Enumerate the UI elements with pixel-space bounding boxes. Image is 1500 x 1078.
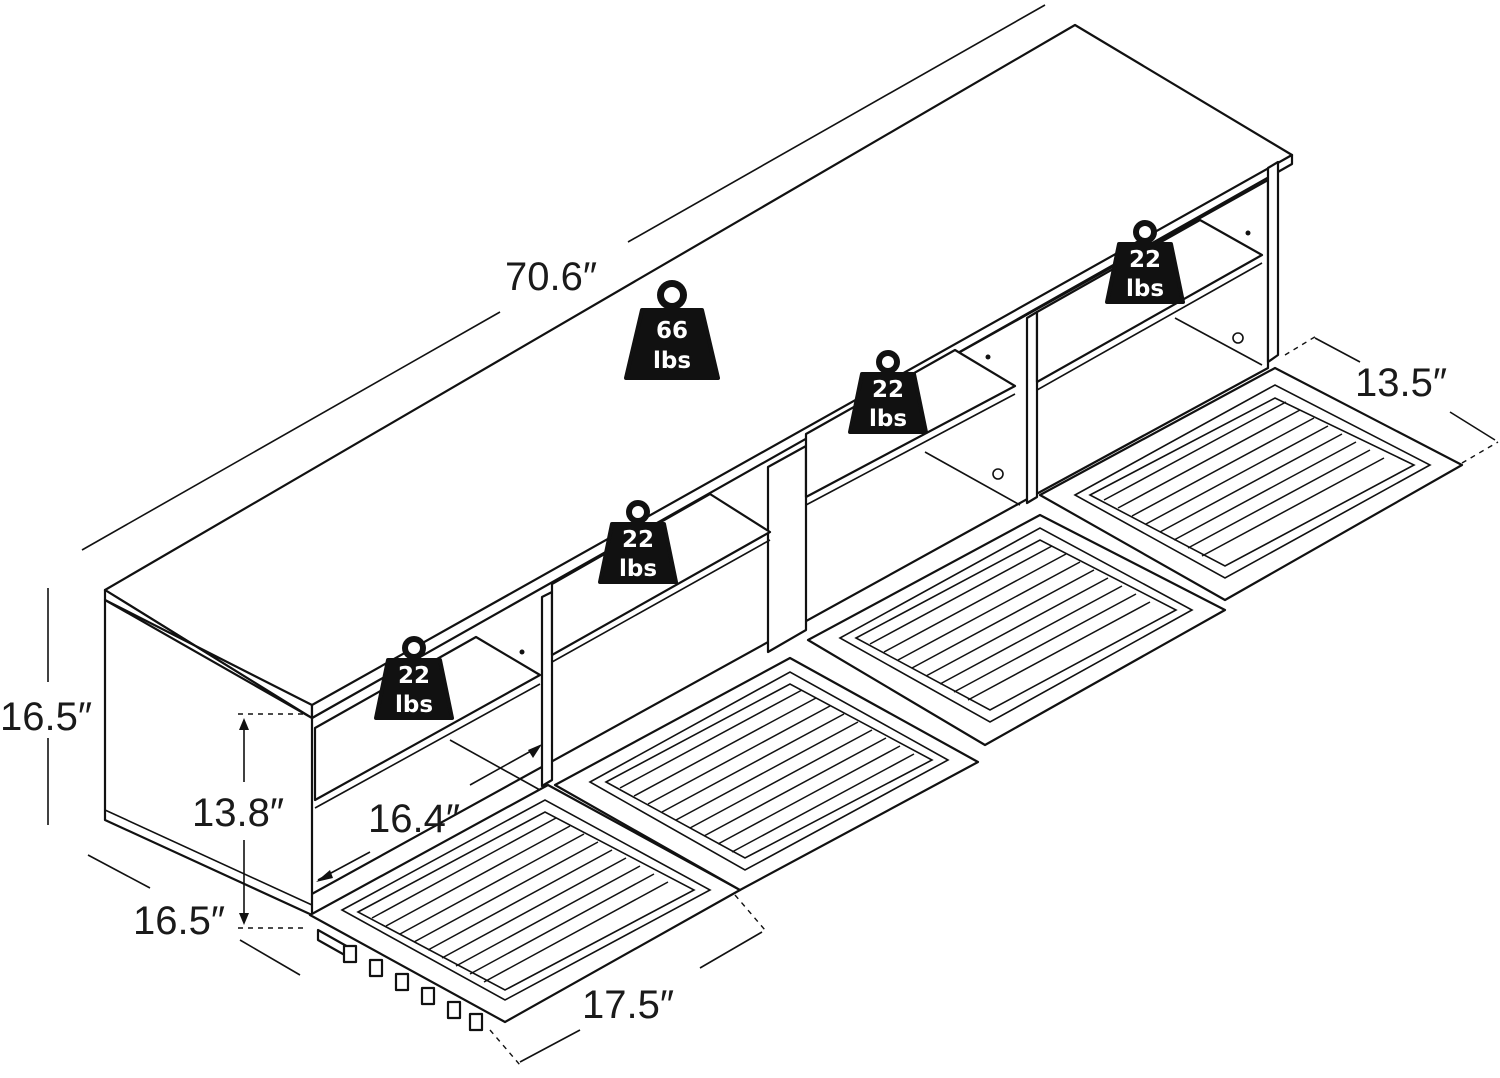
weight-shelf-4-unit: lbs <box>1126 276 1164 302</box>
dimension-inner-height-label: 13.8″ <box>192 791 284 835</box>
weight-shelf-2-value: 22 <box>622 527 654 553</box>
dimension-side-depth-label: 13.5″ <box>1355 361 1447 405</box>
weight-icon-shelf-3: 22 lbs <box>848 350 928 434</box>
dimension-length-label: 70.6″ <box>505 255 597 299</box>
weight-top-value: 66 <box>656 318 688 344</box>
weight-icon-top: 66 lbs <box>624 280 720 380</box>
dimension-depth-label: 16.5″ <box>133 899 225 943</box>
dimension-door-width-label: 17.5″ <box>582 983 674 1027</box>
door-1 <box>308 783 742 1032</box>
weight-top-unit: lbs <box>653 348 691 374</box>
divider-3 <box>1025 310 1039 505</box>
weight-shelf-4-value: 22 <box>1129 247 1161 273</box>
weight-icon-shelf-1: 22 lbs <box>374 636 454 720</box>
divider-2 <box>766 444 808 654</box>
dimension-compartment-width-label: 16.4″ <box>368 797 460 841</box>
door-4 <box>1038 366 1464 602</box>
weight-shelf-1-unit: lbs <box>395 692 433 718</box>
weight-shelf-3-value: 22 <box>872 377 904 403</box>
dimension-lines <box>47 4 1499 1066</box>
weight-shelf-1-value: 22 <box>398 663 430 689</box>
weight-icon-shelf-2: 22 lbs <box>598 500 678 584</box>
weight-shelf-2-unit: lbs <box>619 556 657 582</box>
door-2 <box>553 656 980 892</box>
weight-icon-shelf-4: 22 lbs <box>1105 220 1185 304</box>
dimension-height-label: 16.5″ <box>0 695 92 739</box>
divider-1 <box>540 590 554 788</box>
weight-shelf-3-unit: lbs <box>869 406 907 432</box>
door-3 <box>806 513 1227 747</box>
